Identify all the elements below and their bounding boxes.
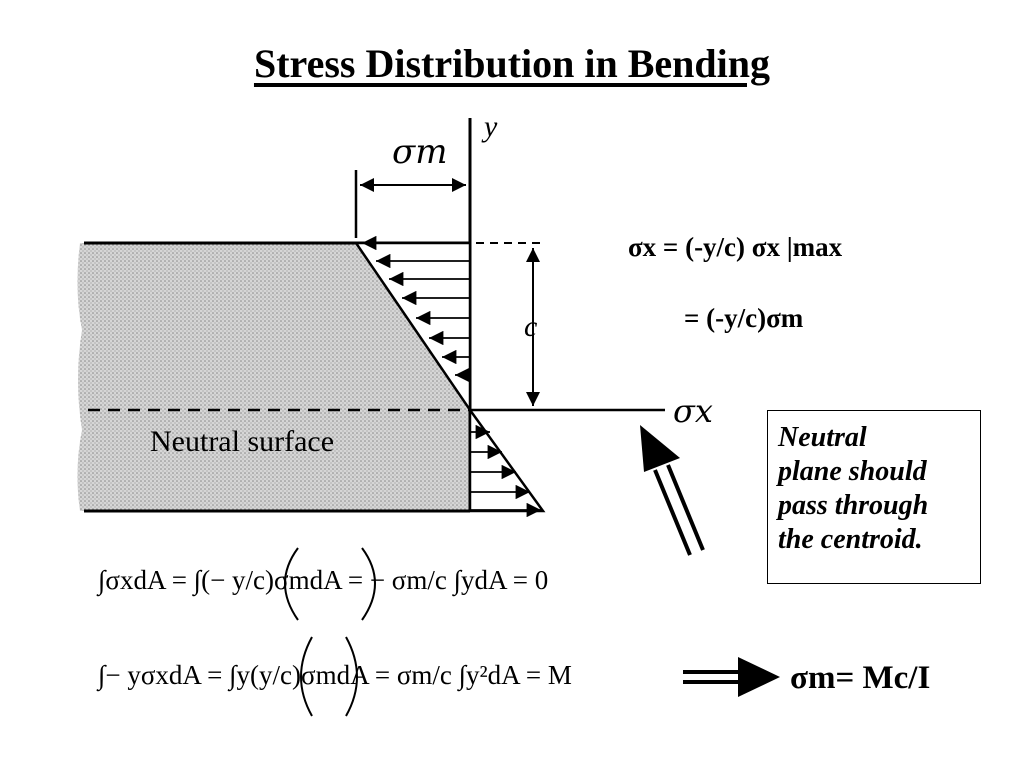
c-label: c <box>524 310 538 343</box>
pointer-arrow-line-a <box>653 469 692 556</box>
equation-line-1: σx = (-y/c) σx |max <box>628 232 843 262</box>
neutral-surface-label: Neutral surface <box>150 425 335 458</box>
paren-left-1 <box>284 547 299 621</box>
note-box: Neutral plane should pass through the ce… <box>767 410 981 584</box>
page-title: Stress Distribution in Bending <box>253 41 771 86</box>
compression-arrows <box>362 235 470 383</box>
beam-body <box>77 243 470 511</box>
paren-right-2 <box>345 636 358 717</box>
equation-line-2: = (-y/c)σm <box>684 303 804 333</box>
note-line: pass through <box>778 490 929 521</box>
tension-arrows <box>470 424 541 518</box>
result-equation: σm= Mc/I <box>790 660 931 696</box>
paren-left-2 <box>300 636 313 717</box>
integral-formula-1: ∫σxdA = ∫(− y/c)σmdA = − σm/c ∫ydA = 0 <box>98 565 549 595</box>
tension-triangle <box>468 406 546 513</box>
sigma-m-label: σm <box>392 132 448 172</box>
note-line: the centroid. <box>778 524 923 555</box>
pointer-arrow-head <box>640 425 680 472</box>
note-line: plane should <box>778 456 927 487</box>
paren-right-1 <box>361 547 376 621</box>
sigma-x-label: σx <box>673 392 713 430</box>
implies-arrow-head <box>738 657 780 697</box>
pointer-arrow-line-b <box>666 464 705 551</box>
integral-formula-2: ∫− yσxdA = ∫y(y/c)σmdA = σm/c ∫y²dA = M <box>98 660 572 690</box>
note-line: Neutral <box>778 422 867 453</box>
y-axis-label: y <box>484 110 498 143</box>
